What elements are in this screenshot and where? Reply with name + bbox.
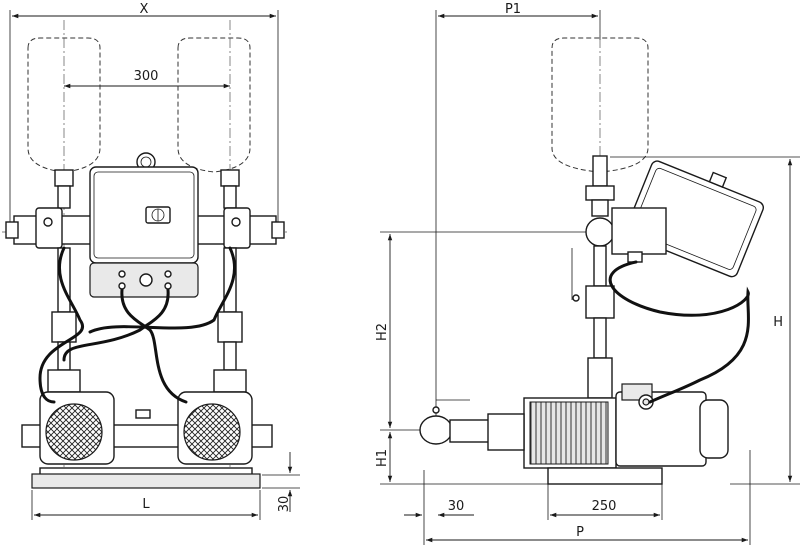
motor-fins (529, 401, 609, 465)
front-view: X 300 (2, 2, 300, 520)
dim-p-label: P (576, 525, 584, 540)
pump-motor-right (183, 403, 241, 461)
dim-l-label: L (142, 497, 150, 512)
dim-250-label: 250 (592, 499, 617, 514)
dim-h2-label: H2 (375, 323, 390, 341)
cable-left (38, 246, 84, 404)
dim-30-base-label: 30 (277, 496, 292, 513)
cable-right (88, 246, 236, 334)
dim-x-label: X (140, 2, 149, 17)
vessel-side (551, 37, 649, 173)
cable-side (608, 260, 750, 404)
control-box-front (89, 166, 199, 264)
vessel-right (177, 37, 251, 173)
side-view: P1 (375, 2, 800, 545)
dim-300-label: 300 (134, 69, 159, 84)
dim-p1-label: P1 (505, 2, 521, 17)
dim-30-offset-label: 30 (448, 499, 465, 514)
pump-motor-left (45, 403, 103, 461)
dim-h-label: H (773, 315, 783, 330)
dim-h1-label: H1 (375, 449, 390, 467)
vessel-left (27, 37, 101, 173)
